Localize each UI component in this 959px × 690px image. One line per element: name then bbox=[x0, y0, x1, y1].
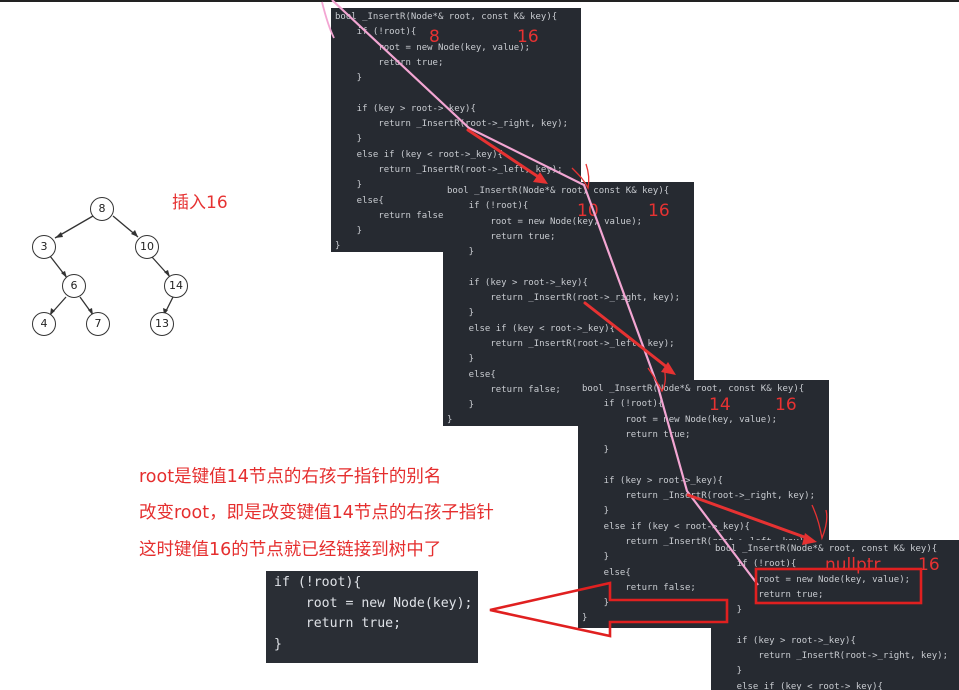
red-check-mark-3 bbox=[811, 504, 828, 541]
panel4-key-value: 16 bbox=[918, 555, 940, 575]
red-arrowhead-1 bbox=[533, 172, 548, 184]
panel3-root-value: 14 bbox=[709, 395, 731, 415]
tree-node-4: 4 bbox=[32, 312, 56, 336]
tree-node-8: 8 bbox=[90, 197, 114, 221]
code-text-4: bool _InsertR(Node*& root, const K& key)… bbox=[715, 544, 948, 690]
red-check-mark-2 bbox=[647, 367, 666, 393]
insert-16-label: 插入16 bbox=[172, 193, 228, 213]
code-panel-2: bool _InsertR(Node*& root, const K& key)… bbox=[443, 182, 694, 426]
red-call-arrow-3 bbox=[686, 493, 809, 540]
panel2-key-value: 16 bbox=[648, 201, 670, 221]
snippet-code-text: if (!root){ root = new Node(key); return… bbox=[274, 575, 473, 652]
explanation-line-3: 这时键值16的节点就已经链接到树中了 bbox=[139, 540, 442, 560]
tree-node-6: 6 bbox=[62, 274, 86, 298]
snippet-code-panel: if (!root){ root = new Node(key); return… bbox=[266, 571, 478, 663]
red-call-arrow-2 bbox=[583, 301, 670, 370]
panel2-root-value: 10 bbox=[577, 201, 599, 221]
pink-recursion-arrow bbox=[331, 0, 759, 586]
panel3-key-value: 16 bbox=[775, 395, 797, 415]
big-left-arrow bbox=[489, 581, 729, 638]
explanation-line-1: root是键值14节点的右孩子指针的别名 bbox=[139, 467, 442, 487]
red-check-mark-1 bbox=[571, 163, 590, 190]
tree-node-7: 7 bbox=[86, 312, 110, 336]
code-text-2: bool _InsertR(Node*& root, const K& key)… bbox=[447, 186, 680, 426]
tree-node-3: 3 bbox=[32, 235, 56, 259]
red-arrowhead-3 bbox=[802, 533, 817, 545]
code-panel-4: bool _InsertR(Node*& root, const K& key)… bbox=[711, 540, 959, 690]
explanation-line-2: 改变root，即是改变键值14节点的右孩子指针 bbox=[139, 503, 494, 523]
top-border-line bbox=[0, 0, 959, 2]
tree-node-13: 13 bbox=[150, 312, 174, 336]
tree-node-10: 10 bbox=[135, 235, 159, 259]
panel1-key-value: 16 bbox=[517, 27, 539, 47]
highlight-box bbox=[754, 567, 923, 605]
code-text-1: bool _InsertR(Node*& root, const K& key)… bbox=[335, 12, 568, 252]
panel1-root-value: 8 bbox=[429, 27, 440, 47]
red-call-arrow-1 bbox=[466, 128, 542, 180]
pink-scribble-top bbox=[321, 1, 335, 39]
tree-node-14: 14 bbox=[164, 274, 188, 298]
